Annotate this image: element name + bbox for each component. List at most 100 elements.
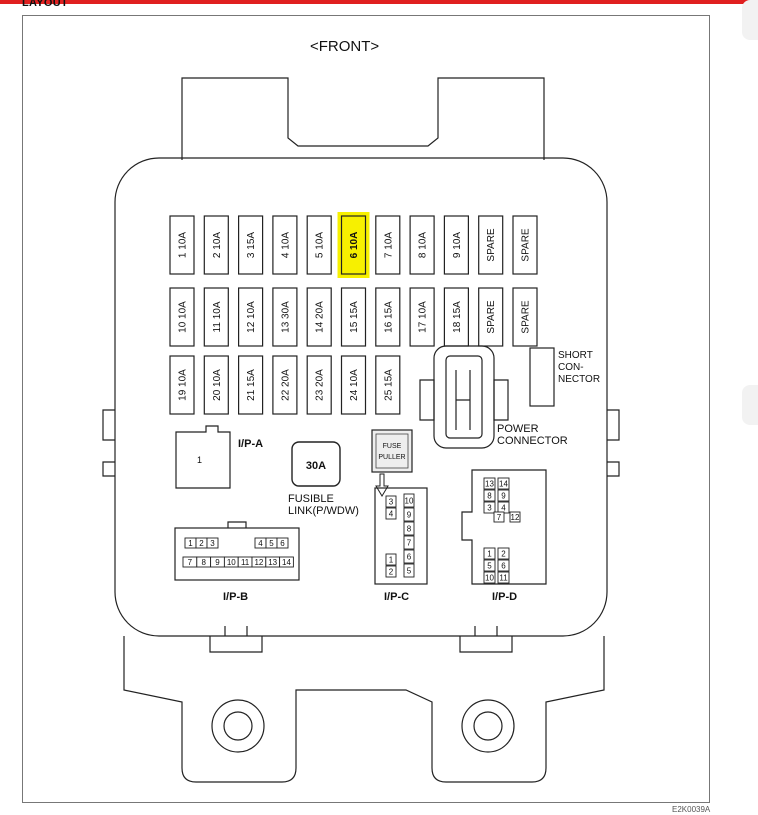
bottom-mounting-legs: [123, 636, 605, 783]
pin-label: 6: [501, 562, 506, 571]
fuse-label: SPARE: [521, 228, 532, 261]
pin-label: 10: [227, 558, 236, 567]
ip-d-connector: [461, 469, 547, 585]
fuse-body: [375, 287, 401, 347]
fusible-link-value: 30A: [306, 460, 326, 472]
pin-12: 12: [251, 556, 267, 568]
pin-9: 9: [403, 507, 415, 522]
fuse-label: 21 15A: [246, 369, 257, 401]
fuse-label: SPARE: [521, 300, 532, 333]
fuse-body: [409, 287, 435, 347]
pin-label: 14: [499, 480, 508, 489]
fuse-21-15a: 21 15A: [238, 355, 264, 415]
pin-5: 5: [403, 563, 415, 578]
fuse-24-10a: 24 10A: [340, 355, 367, 415]
fuse-label: SPARE: [486, 300, 497, 333]
fuse-label: 13 30A: [280, 301, 291, 333]
pin-label: 10: [405, 497, 414, 506]
fuse-14-20a: 14 20A: [306, 287, 332, 347]
fuse-19-10a: 19 10A: [169, 355, 195, 415]
fuse-label: 7 10A: [383, 232, 394, 258]
ip-d-label: I/P-D: [492, 591, 517, 603]
fuse-label: 3 15A: [246, 232, 257, 258]
short-connector: [529, 347, 555, 407]
fuse-body: [203, 287, 229, 347]
fuse-body: [272, 355, 298, 415]
fuse-body: [169, 287, 195, 347]
pin-9: 9: [497, 489, 510, 502]
fuse-16-15a: 16 15A: [375, 287, 401, 347]
fuse-18-15a: 18 15A: [443, 287, 469, 347]
pin-label: 10: [485, 574, 494, 583]
fuse-9-10a: 9 10A: [443, 215, 469, 275]
ip-c-connector: [374, 487, 428, 585]
fuse-body: [512, 287, 538, 347]
fuse-body: [169, 355, 195, 415]
pin-11: 11: [497, 571, 510, 584]
pin-7: 7: [182, 556, 198, 568]
ip-b-label: I/P-B: [223, 591, 248, 603]
short-connector-label-2: CON-: [558, 362, 584, 373]
pin-label: 8: [487, 492, 492, 501]
pin-6: 6: [276, 537, 289, 549]
pin-2: 2: [195, 537, 208, 549]
fuse-body: [340, 355, 367, 415]
fuse-label: 11 10A: [212, 301, 223, 332]
pin-4: 4: [385, 507, 397, 520]
pin-10: 10: [403, 493, 415, 508]
fuse-label: 8 10A: [418, 232, 429, 258]
fuse-body: [512, 215, 538, 275]
figure-code: E2K0039A: [672, 805, 711, 814]
fuse-label: 1 10A: [178, 232, 189, 258]
pin-label: 12: [254, 558, 263, 567]
fuse-spare: SPARE: [512, 215, 538, 275]
pin-3: 3: [385, 495, 397, 508]
pin-label: 11: [241, 558, 250, 567]
fuse-11-10a: 11 10A: [203, 287, 229, 347]
pin-label: 1: [487, 550, 492, 559]
power-connector-label-1: POWER: [497, 423, 539, 435]
pin-label: 6: [280, 539, 285, 548]
pin-8: 8: [196, 556, 212, 568]
fuse-label: 17 10A: [418, 301, 429, 333]
pin-label: 4: [389, 510, 394, 519]
fuse-label: 4 10A: [280, 232, 291, 258]
fuse-12-10a: 12 10A: [238, 287, 264, 347]
pin-label: 4: [258, 539, 263, 548]
pin-10: 10: [483, 571, 496, 584]
front-label: <FRONT>: [310, 38, 380, 55]
fuse-body: [238, 215, 264, 275]
pin-label: 4: [501, 504, 506, 513]
fuse-body: [272, 287, 298, 347]
pin-label: 11: [499, 574, 508, 583]
fuse-label: 16 15A: [383, 301, 394, 333]
fuse-body: [443, 287, 469, 347]
fuse-15-15a: 15 15A: [340, 287, 367, 347]
pin-7: 7: [493, 511, 505, 523]
pin-label: 7: [497, 513, 502, 522]
pin-label: 3: [210, 539, 215, 548]
left-mount-hole: [211, 699, 265, 753]
fuse-10-10a: 10 10A: [169, 287, 195, 347]
edge-tab-top: [742, 0, 758, 40]
fuse-body: [443, 215, 469, 275]
fuse-label: 20 10A: [212, 369, 223, 401]
fuse-2-10a: 2 10A: [203, 215, 229, 275]
fuse-label: 15 15A: [349, 301, 360, 333]
fuse-box-body: [114, 157, 608, 637]
fuse-puller-label-2: PULLER: [378, 454, 405, 461]
fuse-body: [375, 215, 401, 275]
pin-8: 8: [403, 521, 415, 536]
pin-label: 5: [407, 567, 412, 576]
pin-label: 6: [407, 553, 412, 562]
power-connector: [419, 345, 509, 449]
pin-13: 13: [483, 477, 496, 490]
pin-label: 12: [511, 513, 520, 522]
ip-a-label: I/P-A: [238, 438, 263, 450]
fuse-puller-label-1: FUSE: [383, 443, 402, 450]
fuse-label: 18 15A: [452, 301, 463, 333]
fuse-body: [478, 287, 504, 347]
